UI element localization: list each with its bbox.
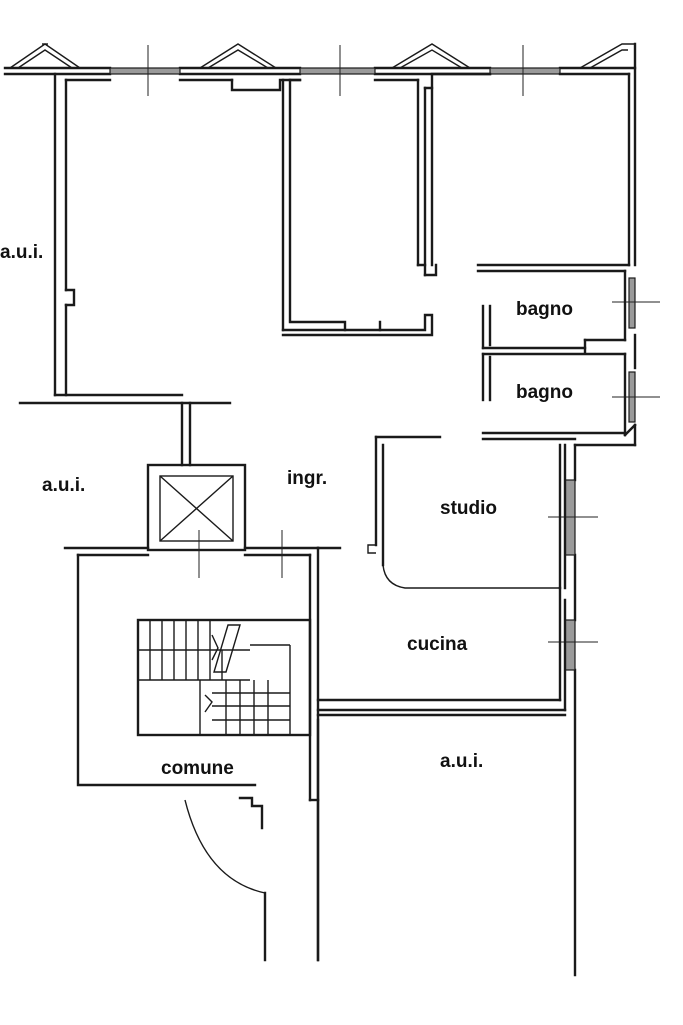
landing-walls [63, 530, 342, 962]
room-label-bagno-lower: bagno [516, 382, 573, 403]
entrance [184, 796, 320, 962]
top-windows [109, 45, 561, 96]
room-label-aui-top-left: a.u.i. [0, 242, 43, 263]
room-label-aui-left: a.u.i. [42, 475, 85, 496]
room-label-aui-bottom: a.u.i. [440, 751, 483, 772]
room-label-comune: comune [161, 758, 234, 779]
right-exterior-wall [573, 42, 637, 977]
left-walls [18, 72, 302, 405]
balcony-1 [9, 43, 81, 69]
room-label-cucina: cucina [407, 634, 468, 655]
room-label-ingresso: ingr. [287, 468, 327, 489]
studio-walls [367, 435, 567, 590]
bathroom-walls [481, 269, 637, 441]
staircase [136, 618, 312, 737]
room-label-studio: studio [440, 498, 497, 519]
room-label-bagno-upper: bagno [516, 299, 573, 320]
lift-shaft [146, 401, 247, 552]
balcony-2 [199, 43, 277, 69]
lower-unit-walls [316, 713, 567, 962]
balcony-4 [579, 43, 636, 69]
kitchen-walls [316, 586, 567, 712]
right-bedroom-walls [423, 72, 631, 273]
balcony-3 [391, 43, 471, 69]
centre-bedroom-walls [281, 78, 438, 337]
